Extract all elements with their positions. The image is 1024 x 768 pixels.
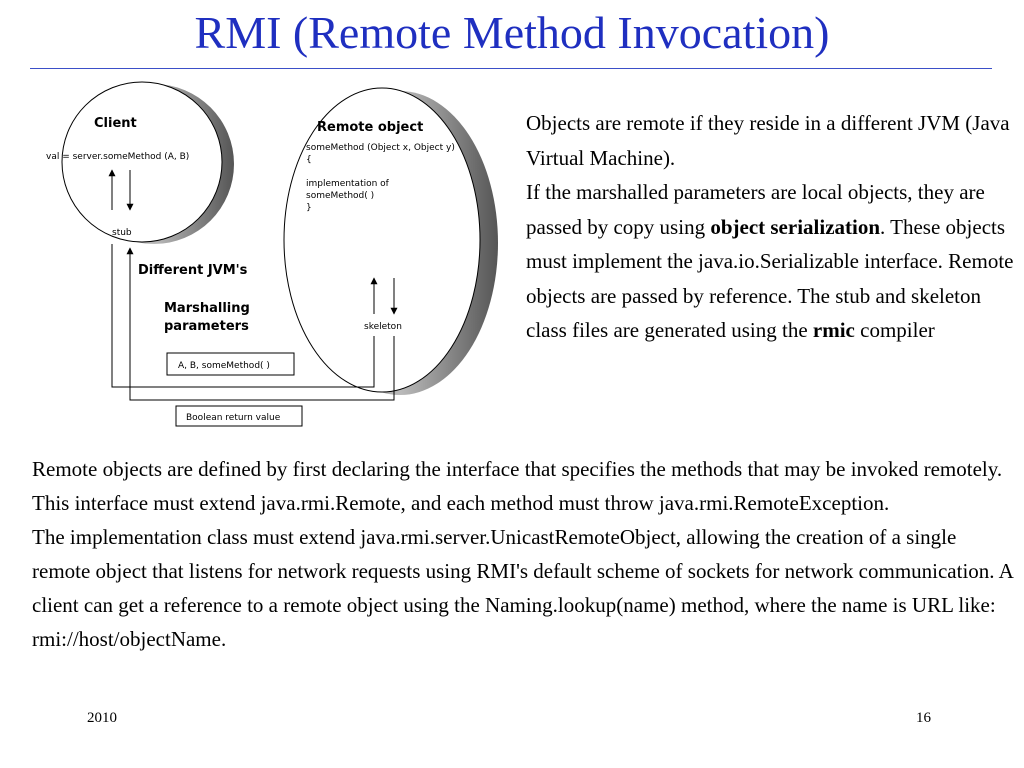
marshalling-label: parameters: [164, 319, 249, 334]
slide-title: RMI (Remote Method Invocation): [194, 7, 830, 58]
remote-object-label: Remote object: [317, 120, 423, 135]
return-path: [126, 247, 395, 401]
skeleton-label: skeleton: [364, 322, 402, 332]
client-code: val = server.someMethod (A, B): [46, 152, 189, 162]
text-run: If the marshalled parameters are local o…: [526, 180, 985, 239]
remote-definition-paragraph: Objects are remote if they reside in a d…: [526, 111, 1010, 170]
client-disc: [61, 81, 234, 244]
return-box-label: Boolean return value: [186, 413, 281, 423]
bottom-text-block: Remote objects are defined by first decl…: [32, 452, 1016, 656]
remote-code-line: implementation of: [306, 179, 390, 189]
params-box-label: A, B, someMethod( ): [178, 361, 270, 371]
remote-code-line: }: [306, 203, 312, 213]
params-box: [166, 352, 295, 376]
rmi-diagram: Client val = server.someMethod (A, B) st…: [30, 78, 520, 438]
different-jvms-label: Different JVM's: [138, 263, 248, 278]
right-text-block: Objects are remote if they reside in a d…: [526, 106, 1018, 348]
implementation-paragraph: The implementation class must extend jav…: [32, 525, 1013, 651]
remote-code-line: {: [306, 155, 312, 165]
footer-year: 2010: [87, 710, 117, 726]
remote-object-disc: [283, 87, 498, 395]
interface-paragraph: Remote objects are defined by first decl…: [32, 457, 1003, 515]
marshalling-label: Marshalling: [164, 301, 250, 316]
text-run: compiler: [854, 318, 935, 342]
bold-term: rmic: [812, 318, 855, 342]
request-path: [111, 244, 375, 388]
return-box: [175, 405, 303, 427]
text-run: . These objects must implement the java.…: [526, 214, 1014, 343]
remote-code-line: someMethod (Object x, Object y): [306, 143, 455, 153]
remote-code-line: someMethod( ): [306, 191, 374, 201]
title-divider: [30, 68, 992, 69]
marshalling-paragraph: If the marshalled parameters are local o…: [526, 175, 1018, 348]
bold-term: object serialization: [710, 214, 881, 239]
stub-label: stub: [112, 228, 132, 238]
page-number: 16: [916, 710, 931, 726]
client-label: Client: [94, 116, 137, 131]
